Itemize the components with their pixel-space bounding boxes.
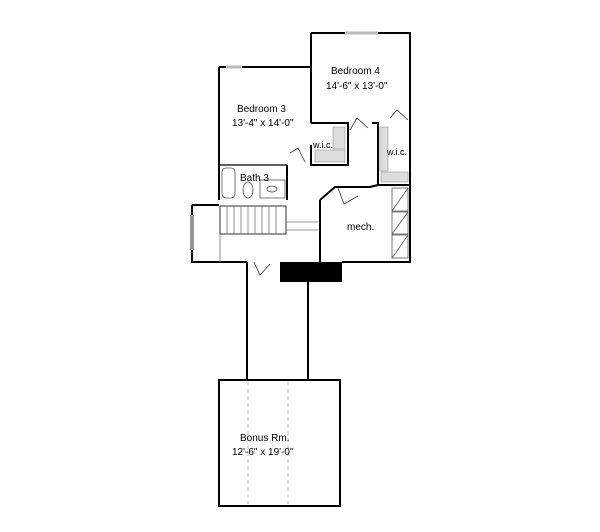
closet-shelves	[314, 126, 409, 183]
stairs	[219, 205, 318, 262]
wic-right-label: w.i.c.	[386, 147, 407, 157]
hall-walls	[191, 165, 321, 263]
bonus-room-walls	[218, 379, 341, 507]
bedroom4-size: 14'-6" x 13'-0"	[326, 81, 388, 92]
wall-block	[280, 262, 342, 282]
bonus-roof-lines	[247, 382, 289, 504]
wic-left-label: w.i.c.	[312, 140, 333, 150]
door-swings	[253, 109, 409, 276]
bedroom4-walls	[310, 32, 411, 185]
bonus-name: Bonus Rm.	[240, 433, 289, 444]
bedroom3-name: Bedroom 3	[237, 104, 286, 115]
bath-fixtures	[221, 167, 286, 199]
bedroom3-size: 13'-4" x 14'-0"	[232, 118, 294, 129]
corridor-walls	[246, 262, 309, 380]
bonus-size: 12'-6" x 19'-0"	[232, 447, 294, 458]
mech-label: mech.	[347, 222, 374, 233]
wic-left-walls	[310, 122, 349, 166]
mech-cabinets	[391, 187, 409, 259]
mech-walls	[319, 184, 411, 263]
bedroom4-name: Bedroom 4	[331, 66, 380, 77]
bath3-label: Bath 3	[240, 173, 269, 184]
wic-right-walls	[372, 122, 410, 186]
